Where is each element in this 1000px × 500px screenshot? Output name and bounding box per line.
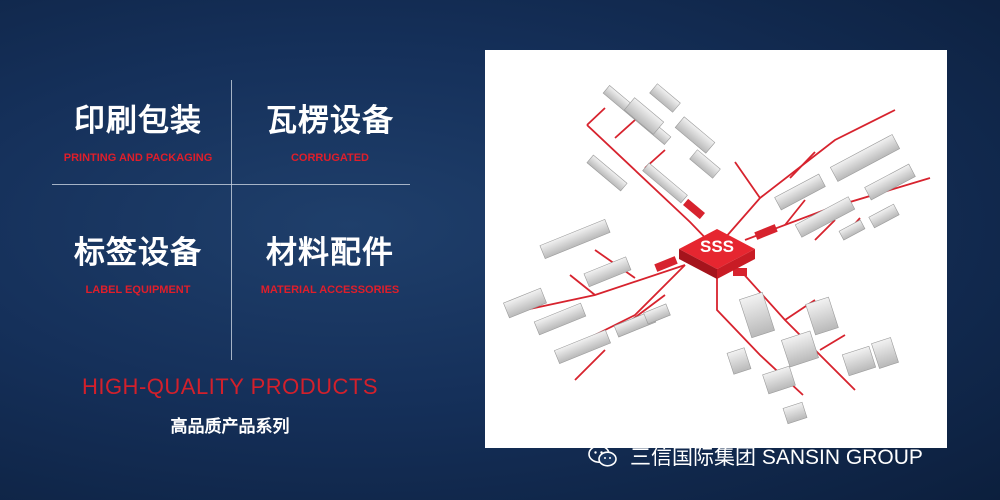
machine-icon xyxy=(642,162,688,204)
tagline-english: HIGH-QUALITY PRODUCTS xyxy=(81,374,379,399)
tagline-chinese: 高品质产品系列 xyxy=(170,417,290,437)
machine-icon xyxy=(829,134,901,182)
segment-tags xyxy=(654,198,778,276)
brand-signature: 三信国际集团 SANSIN GROUP xyxy=(588,442,923,470)
machine-icon xyxy=(794,196,856,238)
machine-icon xyxy=(739,291,775,339)
machine-icon xyxy=(871,337,899,369)
machine-icon xyxy=(583,256,632,288)
grid-vertical-divider xyxy=(231,80,232,360)
product-line-diagram-svg: SSS xyxy=(503,83,931,425)
category-label-title: 标签设备 xyxy=(74,235,202,271)
machine-icon xyxy=(782,401,808,425)
category-label-subtitle: LABEL EQUIPMENT xyxy=(85,284,191,296)
machine-icon xyxy=(643,303,671,325)
category-printing-title: 印刷包装 xyxy=(74,103,202,139)
central-logo-text: SSS xyxy=(700,237,734,256)
machine-icon xyxy=(674,116,716,154)
machine-icon xyxy=(649,83,681,113)
grid-horizontal-divider xyxy=(52,184,410,185)
wechat-icon xyxy=(588,445,617,467)
machine-icon xyxy=(762,365,796,395)
machine-icon xyxy=(539,219,611,259)
central-logo-block: SSS xyxy=(679,229,755,279)
machine-icon xyxy=(586,154,628,192)
machine-icon xyxy=(838,219,866,241)
machine-icon xyxy=(774,173,826,211)
category-material-title: 材料配件 xyxy=(266,235,394,271)
machine-icon xyxy=(726,347,752,375)
category-corrugated: 瓦楞设备 CORRUGATED xyxy=(240,95,420,164)
machine-icon xyxy=(689,149,721,179)
machine-icon xyxy=(503,287,547,319)
machine-icon xyxy=(841,345,877,377)
machine-icon xyxy=(553,329,611,364)
category-printing: 印刷包装 PRINTING AND PACKAGING xyxy=(48,95,228,164)
machine-icon xyxy=(781,330,819,368)
category-label: 标签设备 LABEL EQUIPMENT xyxy=(48,227,228,296)
category-material: 材料配件 MATERIAL ACCESSORIES xyxy=(240,227,420,296)
brand-text: 三信国际集团 SANSIN GROUP xyxy=(630,446,923,469)
machine-icon xyxy=(864,163,916,201)
machine-icon xyxy=(623,97,665,135)
machine-icon xyxy=(533,302,587,336)
product-line-diagram: SSS xyxy=(485,50,947,448)
machine-icon xyxy=(805,296,839,336)
category-corrugated-subtitle: CORRUGATED xyxy=(290,152,369,164)
category-material-subtitle: MATERIAL ACCESSORIES xyxy=(260,284,400,296)
category-corrugated-title: 瓦楞设备 xyxy=(266,103,394,139)
category-printing-subtitle: PRINTING AND PACKAGING xyxy=(63,152,213,164)
machine-icon xyxy=(868,203,900,229)
